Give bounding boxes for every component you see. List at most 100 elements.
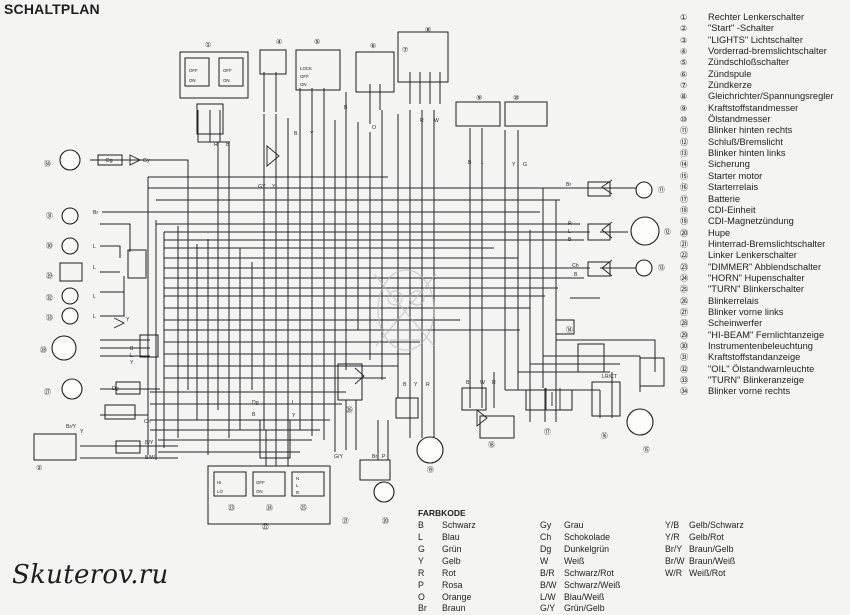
svg-text:㉘: ㉘ <box>40 346 47 354</box>
svg-text:①: ① <box>205 41 211 49</box>
legend-number: ⑰ <box>680 194 689 204</box>
svg-text:㉚: ㉚ <box>46 242 53 250</box>
switch-off-label: OFF <box>300 74 309 79</box>
legend-item: ⑰ Batterie <box>680 194 848 205</box>
color-name: Orange <box>442 592 472 602</box>
color-name: Dunkelgrün <box>564 544 609 554</box>
legend-text: Batterie <box>708 193 741 204</box>
color-code: Y/B <box>665 520 680 530</box>
switch-off-label: OFF <box>223 68 232 73</box>
legend-text: Linker Lenkerschalter <box>708 250 797 261</box>
svg-text:B: B <box>344 105 348 111</box>
legend-number: ㉗ <box>680 307 689 317</box>
legend-text: CDI-Einheit <box>708 204 756 215</box>
color-code: O <box>418 592 425 602</box>
svg-text:⑭: ⑭ <box>566 326 573 334</box>
svg-text:Br/Y: Br/Y <box>66 424 77 430</box>
legend-number: ③ <box>680 35 688 45</box>
svg-text:㉜: ㉜ <box>46 294 53 302</box>
legend-number: ⑭ <box>680 160 689 170</box>
svg-text:Y: Y <box>310 131 314 137</box>
legend-text: Ölstandmesser <box>708 114 771 125</box>
color-name: Schwarz <box>442 520 476 530</box>
legend-number: ② <box>680 24 688 34</box>
color-name: Rosa <box>442 580 463 590</box>
svg-text:B/W: B/W <box>145 455 155 461</box>
svg-text:G/Y: G/Y <box>334 454 343 460</box>
color-row: Br/Y Braun/Gelb <box>665 544 734 556</box>
svg-text:⑳: ⑳ <box>382 517 389 525</box>
svg-text:B: B <box>574 272 578 278</box>
svg-text:㉔: ㉔ <box>266 504 273 512</box>
svg-text:L: L <box>130 353 133 359</box>
legend-text: Sicherung <box>708 159 750 170</box>
svg-text:R: R <box>214 142 218 148</box>
svg-text:㉝: ㉝ <box>46 314 53 322</box>
legend-text: "TURN" Blinkeranzeige <box>708 375 804 385</box>
svg-text:B: B <box>403 382 407 388</box>
legend-text: Hupe <box>708 227 731 238</box>
svg-text:G: G <box>523 162 527 168</box>
color-code: Y/R <box>665 532 680 542</box>
svg-text:Y: Y <box>272 184 276 190</box>
svg-text:L: L <box>93 244 96 250</box>
legend-text: Starter motor <box>708 170 763 181</box>
color-name: Braun/Weiß <box>689 556 736 566</box>
legend-number: ⑫ <box>680 137 689 147</box>
svg-text:⑯: ⑯ <box>601 432 608 440</box>
color-name: Braun <box>442 603 466 613</box>
svg-text:Gy: Gy <box>143 158 150 164</box>
svg-text:R: R <box>568 221 572 227</box>
svg-text:L: L <box>481 160 484 166</box>
svg-text:R: R <box>420 118 424 124</box>
legend-item: ㉕"TURN" Blinkerschalter <box>680 284 848 295</box>
legend-item: ㉙"HI-BEAM" Fernlichtanzeige <box>680 330 848 341</box>
svg-text:L: L <box>568 229 571 235</box>
svg-text:Y: Y <box>126 317 130 323</box>
svg-text:⑥: ⑥ <box>370 42 376 50</box>
color-code-title: FARBKODE <box>418 508 466 518</box>
color-code: B/W <box>540 580 557 590</box>
svg-text:Br: Br <box>372 454 377 460</box>
svg-text:B: B <box>568 237 572 243</box>
svg-text:⑬: ⑬ <box>658 264 665 272</box>
svg-text:㉑: ㉑ <box>342 517 349 525</box>
svg-text:㉓: ㉓ <box>228 504 235 512</box>
legend-number: ㉒ <box>680 251 689 261</box>
site-watermark: Skuterov.ru <box>12 560 169 590</box>
color-code: Br/Y <box>665 544 683 554</box>
svg-text:Br: Br <box>566 182 571 188</box>
legend-text: Kraftstoffstandmesser <box>708 102 799 113</box>
legend-number: ⑪ <box>680 126 689 136</box>
svg-text:B: B <box>226 142 230 148</box>
color-name: Gelb/Schwarz <box>689 520 744 530</box>
svg-text:O: O <box>372 125 376 131</box>
legend-text: Rechter Lenkerschalter <box>708 12 805 22</box>
switch-off-label: OFF <box>256 480 265 485</box>
switch-lo-label: LO <box>217 489 223 494</box>
color-name: Braun/Gelb <box>689 544 734 554</box>
svg-text:⑰: ⑰ <box>544 428 551 436</box>
svg-text:㉒: ㉒ <box>262 523 269 531</box>
switch-off-label: OFF <box>189 68 198 73</box>
color-code: W/R <box>665 568 683 578</box>
legend-text: "DIMMER" Abblendschalter <box>708 261 822 272</box>
legend-item: ㉔"HORN" Hupenschalter <box>680 273 848 284</box>
